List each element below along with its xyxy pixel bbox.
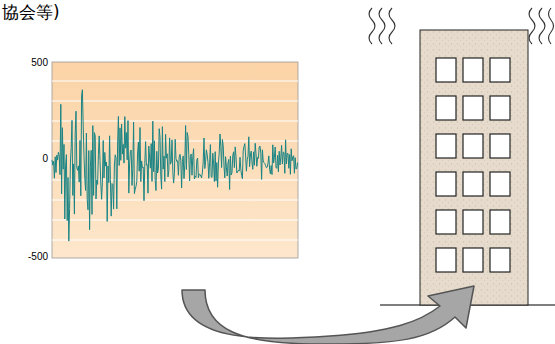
window [463,96,483,120]
window [463,248,483,272]
axis-value: 0 [18,154,48,164]
window [436,172,456,196]
window [436,210,456,234]
building [420,30,528,305]
window [463,58,483,82]
seismic-waveform [52,90,298,241]
window [436,96,456,120]
shake-lines [369,8,554,44]
window [490,96,510,120]
window [436,134,456,158]
heading-fragment: 協会等) [2,4,60,21]
window [463,210,483,234]
window [463,134,483,158]
window [490,58,510,82]
window [490,210,510,234]
chart-panel [52,62,298,258]
window [490,134,510,158]
axis-value: -500 [18,252,48,262]
curved-arrow [182,286,474,344]
window [436,248,456,272]
window [436,58,456,82]
window [490,172,510,196]
window [490,248,510,272]
window [463,172,483,196]
building-windows [436,58,510,272]
axis-value: 500 [18,58,48,68]
